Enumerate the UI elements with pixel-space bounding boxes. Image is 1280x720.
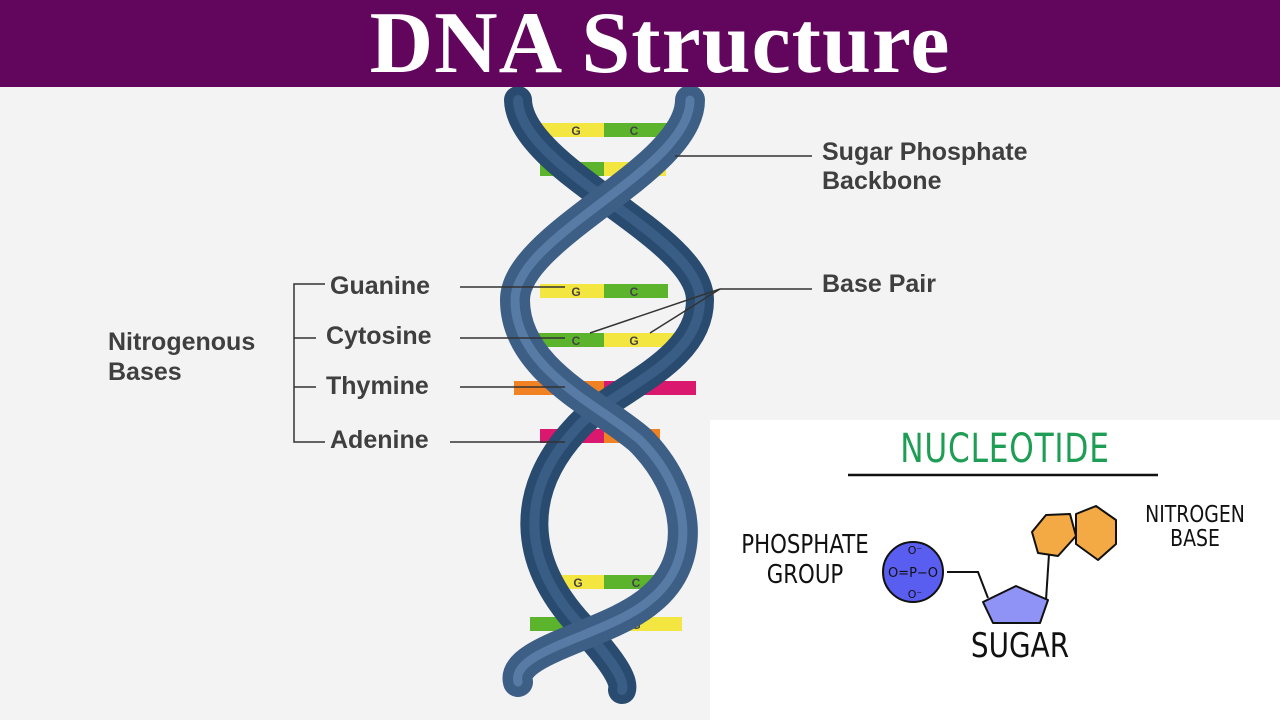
rung-left-letter-7: G <box>573 576 582 590</box>
label-phosphate-line1: PHOSPHATE <box>741 530 869 560</box>
nitrogen-base-ring-1 <box>1031 513 1077 557</box>
nitrogen-base-ring-2 <box>1075 505 1117 561</box>
rung-left-letter-1: G <box>571 124 580 138</box>
label-phosphate-line2: GROUP <box>766 560 844 590</box>
label-base-pair: Base Pair <box>822 270 936 298</box>
rung-right-letter-3: C <box>630 285 639 299</box>
rung-left-letter-3: G <box>571 285 580 299</box>
label-cytosine: Cytosine <box>326 322 432 350</box>
phosphate-formula-bottom: O⁻ <box>908 588 923 601</box>
nucleotide-title: NUCLEOTIDE <box>900 426 1110 472</box>
sugar-pentagon <box>982 585 1049 624</box>
label-adenine: Adenine <box>330 426 429 454</box>
label-nitrogenous-line2: Bases <box>108 358 182 386</box>
label-thymine: Thymine <box>326 372 429 400</box>
label-nitrogen-line2: BASE <box>1170 526 1220 552</box>
phosphate-circle <box>882 541 944 603</box>
rung-right-3 <box>604 284 668 298</box>
label-sugar-phosphate-line1: Sugar Phosphate <box>822 138 1028 166</box>
label-nitrogenous-line1: Nitrogenous <box>108 328 256 356</box>
phosphate-formula-top: O⁻ <box>908 544 923 557</box>
label-sugar-phosphate-line2: Backbone <box>822 167 942 195</box>
phosphate-sugar-bond <box>947 571 989 599</box>
page-title: DNA Structure <box>369 0 951 92</box>
leader-lines <box>293 155 812 443</box>
rung-right-letter-1: C <box>630 124 639 138</box>
rung-left-letter-4: C <box>572 334 581 348</box>
phosphate-formula-center: O=P−O <box>888 566 938 581</box>
rung-right-letter-7: C <box>632 576 641 590</box>
rung-right-letter-4: G <box>629 334 638 348</box>
title-bar: DNA Structure <box>0 0 1280 92</box>
label-nitrogen-line1: NITROGEN <box>1145 502 1245 528</box>
label-sugar: SUGAR <box>970 626 1070 666</box>
nucleotide-panel: NUCLEOTIDE O=P−O O⁻ O⁻ PHOSPHATE GROUP S… <box>710 420 1280 720</box>
dna-diagram: G C C G G C C G T A <box>293 87 812 704</box>
nucleotide-diagram: O=P−O O⁻ O⁻ <box>848 473 1158 624</box>
sugar-base-bond <box>1045 553 1050 601</box>
label-guanine: Guanine <box>330 272 431 300</box>
